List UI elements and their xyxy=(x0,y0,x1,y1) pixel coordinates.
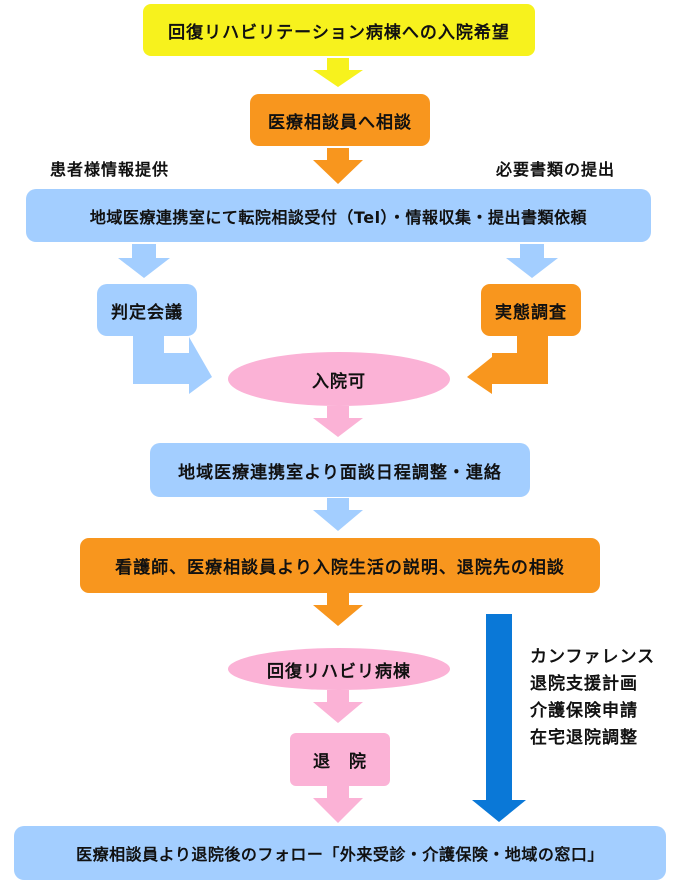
step-consult-counselor: 医療相談員へ相談 xyxy=(250,94,430,146)
note-discharge-plan: 退院支援計画 xyxy=(530,674,638,694)
step-reception-label: 地域医療連携室にて転院相談受付（Tel）・情報収集・提出書類依頼 xyxy=(89,207,588,227)
step-judgment-meeting-label: 判定会議 xyxy=(111,302,183,323)
note-conference: カンファレンス xyxy=(530,647,656,667)
arrow-3 xyxy=(118,244,170,278)
side-label-patient-info: 患者様情報提供 xyxy=(50,160,170,179)
process-notes: カンファレンス 退院支援計画 介護保険申請 在宅退院調整 xyxy=(530,644,655,752)
step-field-survey-label: 実態調査 xyxy=(495,302,567,323)
step-discharge-label: 退 院 xyxy=(313,752,367,772)
arrow-1 xyxy=(313,58,363,87)
step-admission-approved-label: 入院可 xyxy=(312,371,366,392)
step-follow-up: 医療相談員より退院後のフォロー「外来受診・介護保険・地域の窓口」 xyxy=(14,826,666,880)
arrow-8 xyxy=(313,498,363,531)
arrow-11 xyxy=(313,786,363,823)
arrow-2 xyxy=(313,148,363,184)
step-field-survey: 実態調査 xyxy=(481,284,581,336)
step-consult-counselor-label: 医療相談員へ相談 xyxy=(268,112,412,133)
step-interview-schedule-label: 地域医療連携室より面談日程調整・連絡 xyxy=(178,462,502,483)
step-rehab-ward: 回復リハビリ病棟 xyxy=(228,648,450,690)
step-reception: 地域医療連携室にて転院相談受付（Tel）・情報収集・提出書類依頼 xyxy=(26,189,651,242)
note-care-insurance: 介護保険申請 xyxy=(530,701,638,721)
step-discharge: 退 院 xyxy=(290,733,390,786)
step-admission-request-label: 回復リハビリテーション病棟への入院希望 xyxy=(168,22,510,43)
step-interview-schedule: 地域医療連携室より面談日程調整・連絡 xyxy=(150,443,530,497)
step-follow-up-label: 医療相談員より退院後のフォロー「外来受診・介護保険・地域の窓口」 xyxy=(76,845,604,864)
arrow-6 xyxy=(467,336,548,394)
side-arrow xyxy=(472,614,526,822)
step-rehab-ward-label: 回復リハビリ病棟 xyxy=(267,661,411,682)
arrow-10 xyxy=(313,690,363,723)
side-label-documents: 必要書類の提出 xyxy=(496,160,616,179)
arrow-9 xyxy=(313,593,363,626)
arrow-4 xyxy=(506,244,558,278)
note-home-discharge: 在宅退院調整 xyxy=(530,728,638,748)
arrow-5 xyxy=(133,336,212,394)
arrow-7 xyxy=(313,406,363,437)
step-explanation-label: 看護師、医療相談員より入院生活の説明、退院先の相談 xyxy=(115,558,565,578)
step-admission-request: 回復リハビリテーション病棟への入院希望 xyxy=(143,4,535,56)
step-judgment-meeting: 判定会議 xyxy=(97,284,197,336)
step-explanation: 看護師、医療相談員より入院生活の説明、退院先の相談 xyxy=(80,538,600,593)
step-admission-approved: 入院可 xyxy=(228,352,450,406)
